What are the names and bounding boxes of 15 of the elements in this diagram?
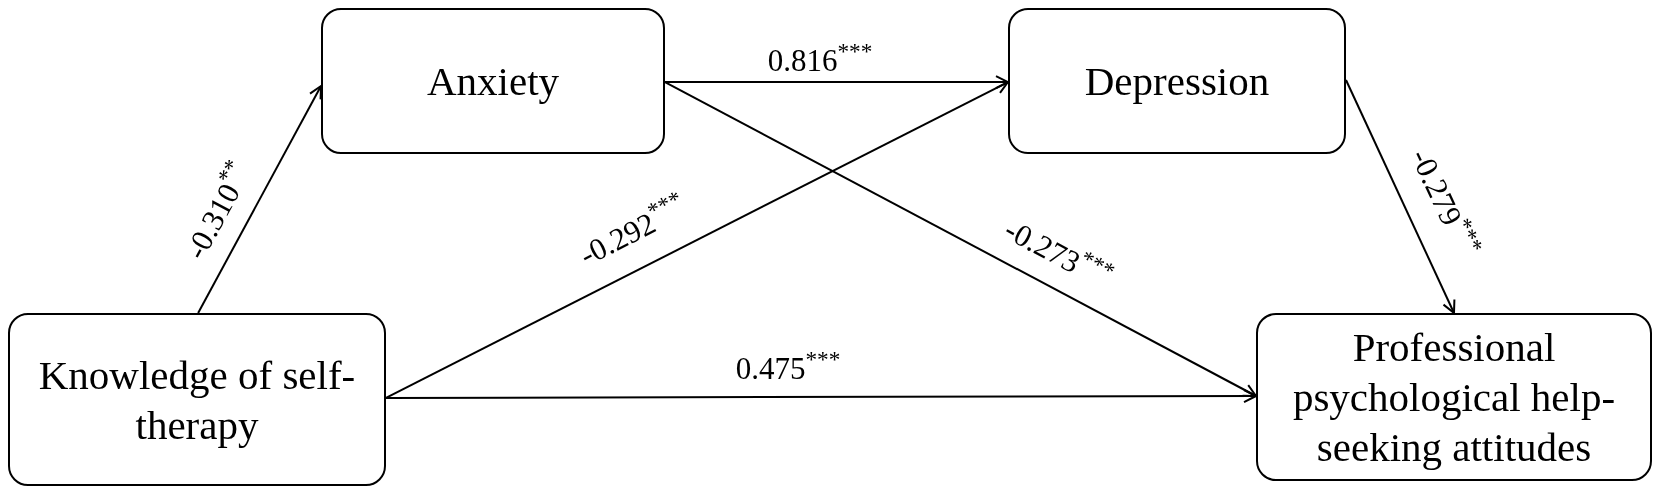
node-label: Professional psychological help-seeking attitudes (1291, 323, 1617, 472)
rounded-box (1008, 8, 1346, 154)
edge-label: 0.475$^{***}$ (735, 352, 841, 384)
arrow (385, 389, 1257, 403)
arrow (1345, 79, 1456, 314)
node-label: Depression (1084, 57, 1270, 106)
edge-label: 0.816$^{***}$ (767, 44, 873, 76)
rounded-box (1256, 313, 1652, 481)
arrow (197, 84, 322, 314)
arrow (385, 81, 1009, 399)
rounded-box (321, 8, 665, 154)
node-label: Knowledge of self-therapy (37, 350, 357, 450)
arrow (664, 81, 1257, 397)
rounded-box (8, 313, 386, 486)
node-label: Anxiety (426, 57, 560, 106)
